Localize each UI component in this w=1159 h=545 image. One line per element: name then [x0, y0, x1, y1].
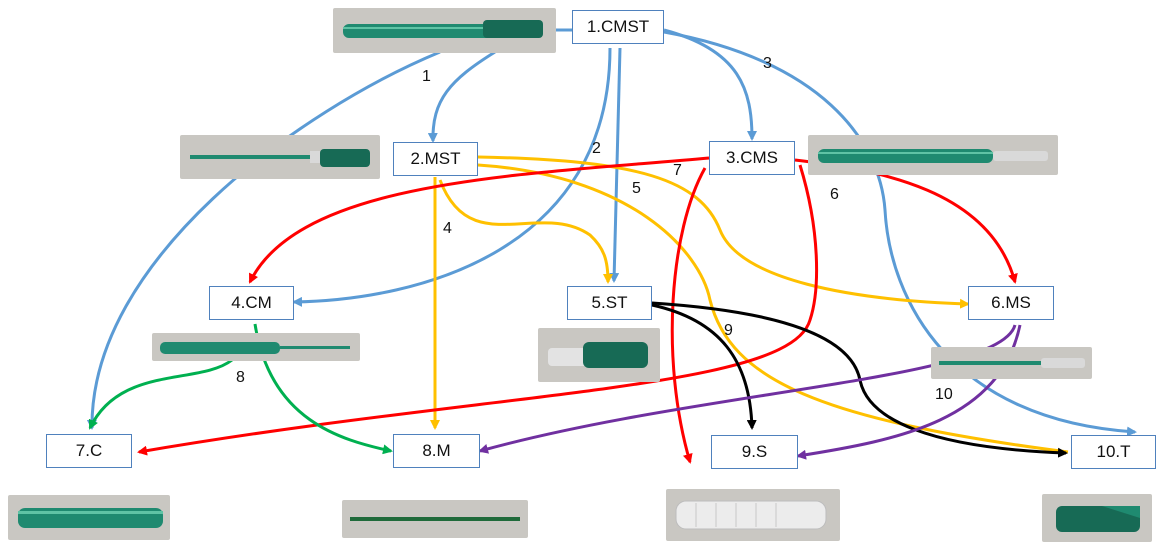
edge-6-to-9 [796, 324, 1022, 460]
pen-full-photo [333, 8, 556, 53]
edge-3-to-7 [137, 164, 819, 456]
pen-ms-icon [939, 358, 1085, 368]
edge-label-8: 8 [236, 369, 245, 386]
pen-ms-photo [931, 347, 1092, 379]
edge-6-to-8 [478, 324, 1017, 454]
edge-2-to-5 [438, 179, 613, 284]
cap-icon [18, 508, 163, 528]
pen-cms-icon [818, 149, 1048, 163]
edge-label-10: 10 [935, 386, 953, 403]
node-3-cms: 3.CMS [709, 141, 795, 175]
edge-2-to-6 [477, 155, 970, 309]
pen-mst-photo [180, 135, 380, 179]
node-6-ms: 6.MS [968, 286, 1054, 320]
edge-5-to-9 [651, 303, 757, 430]
node-7-c: 7.C [46, 434, 132, 468]
node-4-cm: 4.CM [209, 286, 294, 320]
cap-photo [8, 495, 170, 540]
edge-label-3: 3 [763, 55, 772, 72]
pen-cm-photo [152, 333, 360, 361]
edge-3-to-6 [794, 158, 1018, 284]
cap-tip-photo [538, 328, 660, 382]
edge-3-to-4 [248, 156, 710, 284]
edge-1-to-7 [86, 50, 441, 430]
cap-tip-icon [548, 342, 648, 368]
edge-label-6: 6 [830, 186, 839, 203]
node-5-st: 5.ST [567, 286, 652, 320]
refill-icon [350, 517, 520, 521]
edge-1-to-2 [427, 50, 496, 143]
pen-cm-icon [160, 342, 350, 354]
tip-photo [1042, 494, 1152, 542]
edge-label-1: 1 [422, 68, 431, 85]
node-2-mst: 2.MST [393, 142, 478, 176]
edge-4-to-7 [88, 358, 233, 430]
refill-photo [342, 500, 528, 538]
edge-label-5: 5 [632, 180, 641, 197]
node-10-t: 10.T [1071, 435, 1156, 469]
pen-full-icon [343, 20, 543, 38]
edge-1-to-4 [292, 47, 612, 307]
barrel-photo [666, 489, 840, 541]
pen-cms-photo [808, 135, 1058, 175]
node-8-m: 8.M [393, 434, 480, 468]
tip-icon [1056, 506, 1140, 532]
edge-1-to-3 [663, 28, 757, 141]
edge-2-to-10 [477, 163, 1069, 454]
node-9-s: 9.S [711, 435, 798, 469]
edge-1-to-10 [663, 30, 1137, 437]
edge-label-2: 2 [592, 140, 601, 157]
edge-label-7: 7 [673, 162, 682, 179]
barrel-icon [675, 500, 827, 530]
edge-label-4: 4 [443, 220, 452, 237]
edge-label-9: 9 [724, 322, 733, 339]
pen-mst-icon [190, 149, 370, 167]
edge-3-to-9 [670, 167, 707, 464]
node-1-cmst: 1.CMST [572, 10, 664, 44]
